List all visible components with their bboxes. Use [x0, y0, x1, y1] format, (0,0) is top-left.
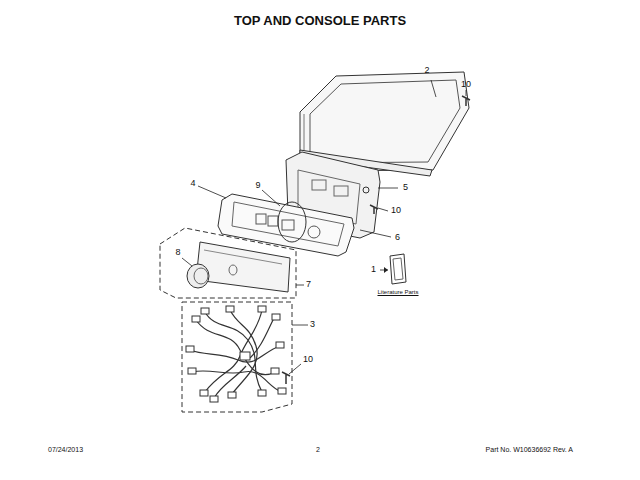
callout-number: 5 [403, 183, 408, 192]
connectors [186, 306, 286, 402]
console-bracket-slot [334, 186, 348, 196]
top-lid-recess [310, 80, 460, 163]
console [218, 194, 354, 256]
group-outline [182, 302, 292, 412]
encoder-ring [278, 202, 306, 242]
callout-number: 8 [175, 248, 180, 257]
callout-number: 2 [424, 66, 429, 75]
clip [363, 187, 369, 193]
console-dial [308, 226, 320, 238]
diagram-title: TOP AND CONSOLE PARTS [234, 14, 406, 27]
callout-number: 6 [395, 233, 400, 242]
console-face [232, 202, 344, 246]
console-button [268, 216, 278, 226]
footer-date: 07/24/2013 [48, 446, 83, 453]
callout-number: 10 [391, 206, 401, 215]
wire-harness [190, 310, 282, 398]
callout-number: 3 [310, 320, 315, 329]
literature-booklet-inner [393, 258, 403, 280]
callout-number: 7 [306, 280, 311, 289]
screw [462, 96, 470, 106]
callout-number: 9 [255, 181, 260, 190]
ui-panel [196, 242, 290, 292]
arrowhead [384, 267, 388, 273]
knob [187, 264, 209, 288]
footer-part-number: Part No. W10636692 Rev. A [486, 446, 573, 453]
logo-mark [229, 265, 237, 275]
callout-number: 1 [371, 265, 376, 274]
literature-booklet [390, 254, 406, 284]
group-outline [160, 228, 296, 298]
console-button [256, 214, 266, 224]
screw [282, 372, 290, 384]
leader-lines [182, 80, 466, 374]
screw [370, 205, 378, 214]
console-bracket-slot [312, 180, 326, 190]
ui-panel-line [204, 250, 282, 264]
callout-number: 10 [461, 80, 471, 89]
console-display [282, 220, 294, 230]
footer-page: 2 [316, 446, 320, 453]
callout-number: 4 [190, 179, 195, 188]
knob-face [194, 268, 208, 284]
callout-number: 10 [303, 355, 313, 364]
part-group-name: Literature Parts [377, 289, 418, 295]
